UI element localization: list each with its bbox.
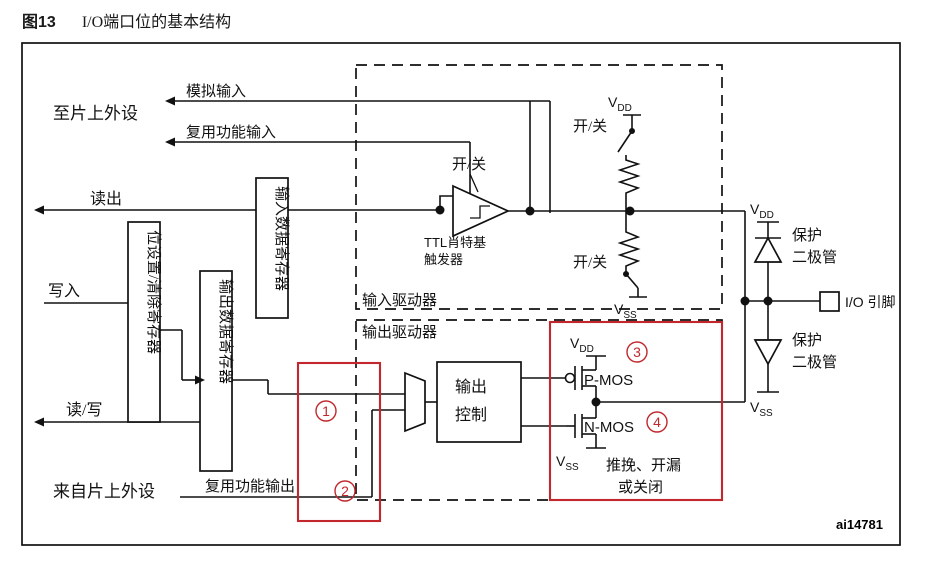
annotation-2-circle <box>334 480 356 502</box>
annotation-4-number: 4 <box>653 414 661 430</box>
bit-set-clear-register-label: 位设置/清除寄存器 <box>145 230 163 354</box>
pulldown-resistor <box>617 211 641 272</box>
input-data-register-box <box>255 177 289 319</box>
output-driver-label: 输出驱动器 <box>362 324 437 341</box>
pmos-vdd-label: VDD <box>570 335 594 355</box>
nmos-vss-label: VSS <box>556 453 579 473</box>
pad-vss-label: VSS <box>750 399 773 419</box>
output-data-register-box <box>199 270 233 472</box>
lower-protection-label-2: 二极管 <box>792 354 837 371</box>
from-peripheral-label: 来自片上外设 <box>53 482 155 501</box>
schmitt-switch-leader <box>469 173 479 193</box>
annotation-1-circle <box>315 400 337 422</box>
figure-watermark: ai14781 <box>836 517 883 532</box>
alt-func-input-label: 复用功能输入 <box>186 123 276 141</box>
output-control-box <box>436 361 522 443</box>
to-peripheral-label: 至片上外设 <box>53 104 138 123</box>
schmitt-switch-label: 开/关 <box>452 156 486 173</box>
bit-set-clear-register-box <box>127 221 161 423</box>
figure-number: 图13 <box>22 14 56 31</box>
red-box-mos-output <box>548 320 724 502</box>
upper-protection-diode <box>753 236 783 263</box>
pmos-gate-bubble <box>564 372 576 384</box>
pulldown-switch-label: 开/关 <box>573 254 607 271</box>
upper-protection-label-1: 保护 <box>792 227 822 244</box>
output-data-register-label: 输出数据寄存器 <box>217 279 235 384</box>
io-pad-square <box>819 291 840 312</box>
alt-func-output-label: 复用功能输出 <box>205 477 295 495</box>
upper-protection-label-2: 二极管 <box>792 249 837 266</box>
push-pull-label-2: 或关闭 <box>618 479 663 496</box>
annotation-2-number: 2 <box>341 483 349 499</box>
output-multiplexer <box>404 371 426 433</box>
annotation-1-number: 1 <box>322 403 330 419</box>
input-driver-boundary <box>355 64 723 310</box>
nmos-label: N-MOS <box>584 419 634 436</box>
pullup-switch-label: 开/关 <box>573 118 607 135</box>
pullup-resistor <box>617 155 641 211</box>
ttl-schmitt-label-2: 触发器 <box>424 252 463 267</box>
io-pin-label: I/O 引脚 <box>845 294 896 310</box>
annotation-3-circle <box>626 341 648 363</box>
read-label: 读出 <box>90 190 122 208</box>
ttl-schmitt-label-1: TTL肖特基 <box>424 235 486 250</box>
push-pull-label-1: 推挽、开漏 <box>606 457 681 474</box>
annotation-3-number: 3 <box>633 344 641 360</box>
output-control-label-1: 输出 <box>455 378 487 396</box>
pmos-label: P-MOS <box>584 372 633 389</box>
read-write-label: 读/写 <box>66 401 102 419</box>
pad-vdd-label: VDD <box>750 201 774 221</box>
figure-title: 图13 I/O端口位的基本结构 <box>22 8 231 32</box>
schmitt-hysteresis-glyph <box>470 205 490 219</box>
output-control-label-2: 控制 <box>455 406 487 424</box>
input-data-register-label: 输入数据寄存器 <box>273 186 291 291</box>
write-label: 写入 <box>48 283 80 300</box>
lower-protection-label-1: 保护 <box>792 332 822 349</box>
analog-input-label: 模拟输入 <box>186 83 246 100</box>
red-box-alt-func-output <box>296 361 382 523</box>
input-driver-label: 输入驱动器 <box>362 292 437 309</box>
pullup-vdd-label: VDD <box>608 94 632 114</box>
lower-protection-diode <box>753 339 783 366</box>
pulldown-switch-blade <box>625 273 639 289</box>
annotation-4-circle <box>646 411 668 433</box>
pulldown-vss-label: VSS <box>614 301 637 321</box>
diagram-frame <box>21 42 901 546</box>
figure-caption: I/O端口位的基本结构 <box>81 14 232 31</box>
pullup-switch-blade <box>617 130 633 153</box>
